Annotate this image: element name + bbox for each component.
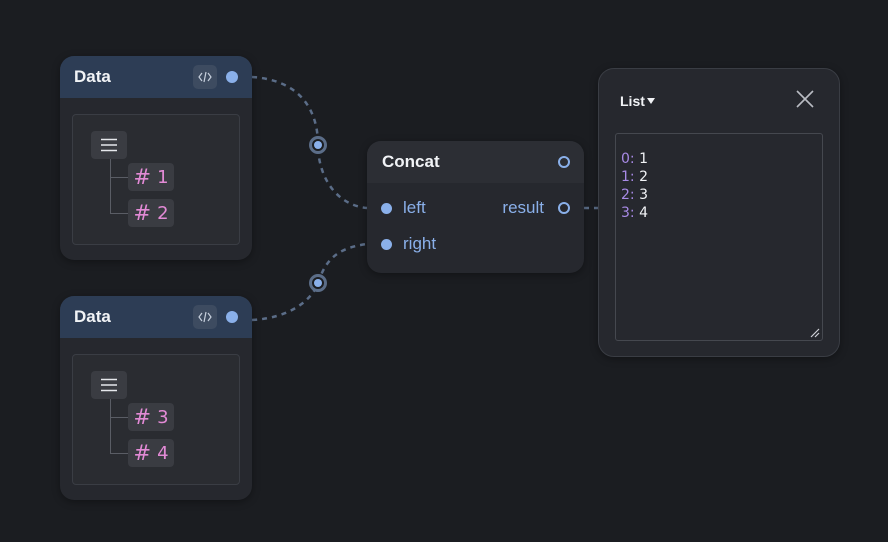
data-output-port[interactable] — [226, 71, 238, 83]
data-node-header[interactable]: Data — [60, 296, 252, 338]
data-output-port[interactable] — [226, 311, 238, 323]
input-port-right[interactable] — [381, 239, 392, 250]
port-row-right: right — [367, 232, 584, 256]
code-icon[interactable] — [193, 305, 217, 329]
tree-connector — [110, 417, 128, 418]
data-tree: # 3 # 4 — [72, 354, 240, 485]
data-node-header[interactable]: Data — [60, 56, 252, 98]
close-icon[interactable] — [796, 90, 814, 108]
tree-connector — [110, 213, 128, 214]
list-icon[interactable] — [91, 371, 127, 399]
tree-connector — [110, 399, 111, 453]
list-icon[interactable] — [91, 131, 127, 159]
input-label-right: right — [403, 234, 437, 253]
number-value: 2 — [157, 202, 169, 224]
code-icon[interactable] — [193, 65, 217, 89]
hash-icon: # — [133, 165, 152, 189]
concat-node[interactable]: Concat left result right — [367, 141, 584, 273]
tree-connector — [110, 177, 128, 178]
wire-joint-handle[interactable] — [309, 136, 327, 154]
tree-connector — [110, 159, 111, 213]
hash-icon: # — [133, 201, 152, 225]
concat-node-title: Concat — [382, 152, 440, 171]
number-value: 4 — [157, 442, 169, 464]
view-node[interactable]: List 0: 1 1: 2 2: 3 3: 4 — [598, 68, 840, 357]
input-port-left[interactable] — [381, 203, 392, 214]
number-item[interactable]: # 3 — [128, 403, 174, 431]
caret-down-icon — [646, 98, 655, 104]
view-mode-select[interactable]: List — [620, 93, 655, 109]
view-mode-label: List — [620, 93, 645, 109]
hash-icon: # — [133, 405, 152, 429]
output-line: 3: 4 — [621, 205, 648, 221]
data-tree: # 1 # 2 — [72, 114, 240, 245]
data-node-2[interactable]: Data # 3 # 4 — [60, 296, 252, 500]
input-label-left: left — [403, 198, 426, 217]
tree-connector — [110, 453, 128, 454]
data-node-1[interactable]: Data # 1 # 2 — [60, 56, 252, 260]
hash-icon: # — [133, 441, 152, 465]
output-line: 1: 2 — [621, 169, 648, 185]
resize-grip-icon[interactable] — [810, 328, 820, 338]
output-port-result[interactable] — [558, 202, 570, 214]
number-value: 1 — [157, 166, 169, 188]
output-label-result: result — [502, 198, 544, 217]
output-line: 2: 3 — [621, 187, 648, 203]
number-item[interactable]: # 2 — [128, 199, 174, 227]
number-item[interactable]: # 4 — [128, 439, 174, 467]
data-node-title: Data — [74, 307, 111, 326]
output-line: 0: 1 — [621, 151, 648, 167]
data-node-title: Data — [74, 67, 111, 86]
number-value: 3 — [157, 406, 169, 428]
concat-header-port[interactable] — [558, 156, 570, 168]
port-row-left: left result — [367, 196, 584, 220]
number-item[interactable]: # 1 — [128, 163, 174, 191]
wire-joint-handle[interactable] — [309, 274, 327, 292]
view-output-textarea[interactable]: 0: 1 1: 2 2: 3 3: 4 — [615, 133, 823, 341]
concat-node-header[interactable]: Concat — [367, 141, 584, 183]
